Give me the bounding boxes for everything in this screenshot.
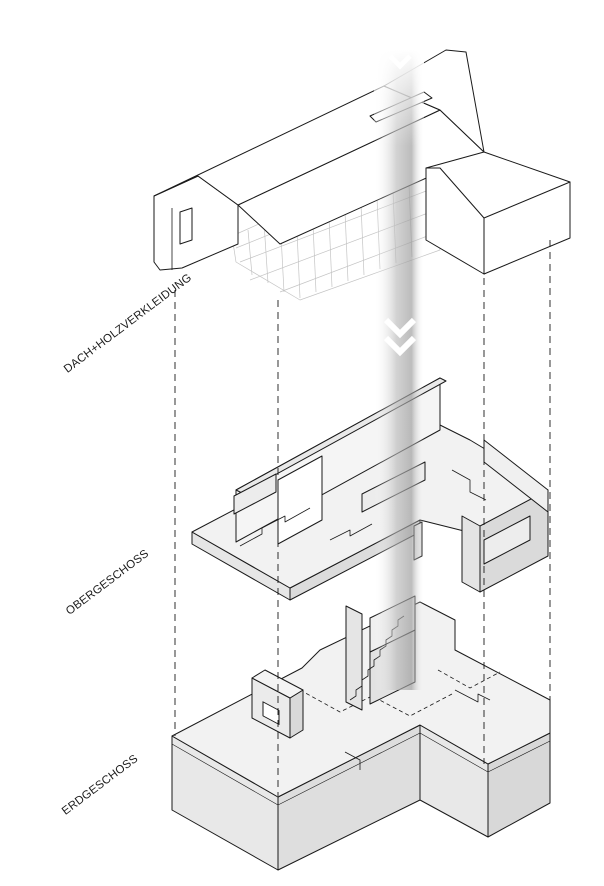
shaft-chevron-1	[383, 317, 417, 339]
upper-floor-parapet-1	[233, 473, 277, 515]
upper-floor-wing-left-face	[461, 515, 481, 593]
upper-floor-volume	[191, 377, 549, 601]
ground-floor-chimney-top	[251, 669, 304, 699]
roof-left-gable-opening	[179, 207, 193, 245]
ground-floor-slab-edge	[171, 732, 551, 806]
upper-floor-plan-lines-3	[451, 469, 487, 501]
roof-right-gable-ridge	[426, 167, 485, 219]
upper-floor-wing-inner	[483, 439, 549, 513]
explosion-guide-lines	[174, 240, 551, 796]
upper-floor-plan-lines	[239, 507, 311, 547]
shaft-chevron-2	[383, 335, 417, 357]
shaft-chevron-3	[388, 54, 412, 70]
upper-floor-plan-lines-2	[329, 523, 373, 541]
roof-right-gable-face	[483, 181, 571, 275]
roof-volume	[153, 49, 571, 301]
ground-floor-stair-wall-left	[345, 605, 363, 711]
roof-back-slope	[153, 85, 441, 206]
light-shaft	[374, 50, 424, 690]
ground-floor-plan-lines-2	[437, 669, 501, 689]
ground-floor-chimney-opening	[262, 701, 280, 725]
ground-floor-volume	[171, 595, 551, 871]
ground-floor-plan-lines-4	[344, 751, 361, 770]
ground-floor-plan-lines-3	[454, 689, 491, 703]
ground-floor-plan-lines	[299, 689, 453, 717]
